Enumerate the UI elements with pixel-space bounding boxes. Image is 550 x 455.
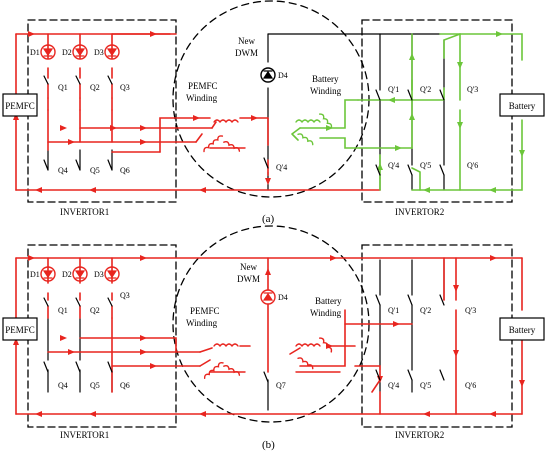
q6-label-b: Q6 bbox=[120, 381, 130, 390]
pemfc-winding-label-2: Winding bbox=[186, 93, 218, 103]
diode-d3-icon bbox=[104, 44, 120, 60]
q2-label-b: Q2 bbox=[90, 306, 100, 315]
qp4-label-b: Q'4 bbox=[388, 381, 399, 390]
qp3-label: Q'3 bbox=[467, 85, 478, 94]
qp4-label: Q'4 bbox=[388, 161, 399, 170]
d4-label-b: D4 bbox=[278, 293, 288, 302]
dwm-label-2: DWM bbox=[235, 48, 258, 58]
pemfc-label-b: PEMFC bbox=[5, 325, 35, 335]
dwm-label-1: New bbox=[238, 36, 255, 46]
q1-label: Q1 bbox=[58, 83, 68, 92]
diode-d3-icon-b bbox=[104, 266, 120, 282]
inverter1-label-b: INVERTOR1 bbox=[60, 430, 109, 440]
dwm-label-2-b: DWM bbox=[237, 274, 260, 284]
diode-d1-icon bbox=[40, 44, 56, 60]
inverter2-label: INVERTOR2 bbox=[395, 207, 444, 217]
pemfc-winding-icon-b bbox=[203, 343, 246, 380]
battery-winding-label-1: Battery bbox=[312, 74, 339, 84]
qp1-label-b: Q'1 bbox=[388, 306, 399, 315]
pemfc-box-b bbox=[2, 317, 38, 341]
q5-label: Q5 bbox=[90, 166, 100, 175]
battery-winding-icon bbox=[295, 113, 333, 146]
qp6-label: Q'6 bbox=[467, 161, 478, 170]
d3-label: D3 bbox=[94, 48, 104, 57]
q4-label-b: Q4 bbox=[58, 381, 68, 390]
pemfc-winding-label-1-b: PEMFC bbox=[190, 306, 220, 316]
diode-d4-icon bbox=[260, 67, 276, 83]
battery-box-b bbox=[499, 317, 545, 341]
qp3-label-b: Q'3 bbox=[465, 306, 476, 315]
battery-winding-icon-b bbox=[295, 337, 341, 373]
d1-label: D1 bbox=[30, 48, 40, 57]
qp1-label: Q'1 bbox=[388, 85, 399, 94]
diode-d2-icon-b bbox=[72, 266, 88, 282]
qp2-label: Q'2 bbox=[420, 85, 431, 94]
caption-b: (b) bbox=[262, 439, 275, 451]
d1-label-b: D1 bbox=[30, 270, 40, 279]
q7-label: Q'4 bbox=[276, 163, 287, 172]
diode-d2-icon bbox=[72, 44, 88, 60]
dwm-label-1-b: New bbox=[240, 262, 257, 272]
dwm-circle bbox=[172, 0, 370, 198]
diode-d4-icon-b bbox=[260, 289, 276, 305]
diode-d1-icon-b bbox=[40, 266, 56, 282]
pemfc-winding-label-2-b: Winding bbox=[186, 318, 218, 328]
q3-label-b: Q3 bbox=[120, 291, 130, 300]
inverter2-label-b: INVERTOR2 bbox=[395, 430, 444, 440]
battery-box bbox=[499, 93, 545, 117]
battery-winding-label-2: Winding bbox=[310, 86, 342, 96]
battery-label-b: Battery bbox=[509, 325, 536, 335]
caption-a: (a) bbox=[262, 213, 275, 225]
d2-label-b: D2 bbox=[62, 270, 72, 279]
q5-label-b: Q5 bbox=[90, 381, 100, 390]
inverter1-label: INVERTOR1 bbox=[60, 207, 109, 217]
pemfc-box bbox=[2, 93, 38, 117]
q6-label: Q6 bbox=[120, 166, 130, 175]
q3-label: Q3 bbox=[120, 83, 130, 92]
q4-label: Q4 bbox=[58, 166, 68, 175]
q7-label-b: Q7 bbox=[276, 381, 286, 390]
pemfc-winding-icon bbox=[203, 119, 246, 153]
panel-a: PEMFC Battery D1 D2 D3 D4 Q1 Q2 Q3 Q4 Q5… bbox=[2, 0, 545, 225]
d4-label: D4 bbox=[278, 71, 288, 80]
qp5-label: Q'5 bbox=[420, 161, 431, 170]
q2-label: Q2 bbox=[90, 83, 100, 92]
qp6-label-b: Q'6 bbox=[465, 381, 476, 390]
pemfc-winding-label-1: PEMFC bbox=[188, 81, 218, 91]
battery-label: Battery bbox=[509, 101, 536, 111]
inverter2-box-b bbox=[361, 244, 513, 428]
battery-winding-label-1-b: Battery bbox=[315, 296, 342, 306]
q1-label-b: Q1 bbox=[58, 306, 68, 315]
inverter2-box bbox=[361, 19, 513, 203]
d2-label: D2 bbox=[62, 48, 72, 57]
qp2-label-b: Q'2 bbox=[420, 306, 431, 315]
panel-b: PEMFC Battery D1 D2 D3 D4 Q1 Q2 Q3 Q4 Q5… bbox=[2, 225, 545, 451]
d3-label-b: D3 bbox=[94, 270, 104, 279]
pemfc-label: PEMFC bbox=[5, 101, 35, 111]
battery-winding-label-2-b: Winding bbox=[310, 308, 342, 318]
qp5-label-b: Q'5 bbox=[420, 381, 431, 390]
